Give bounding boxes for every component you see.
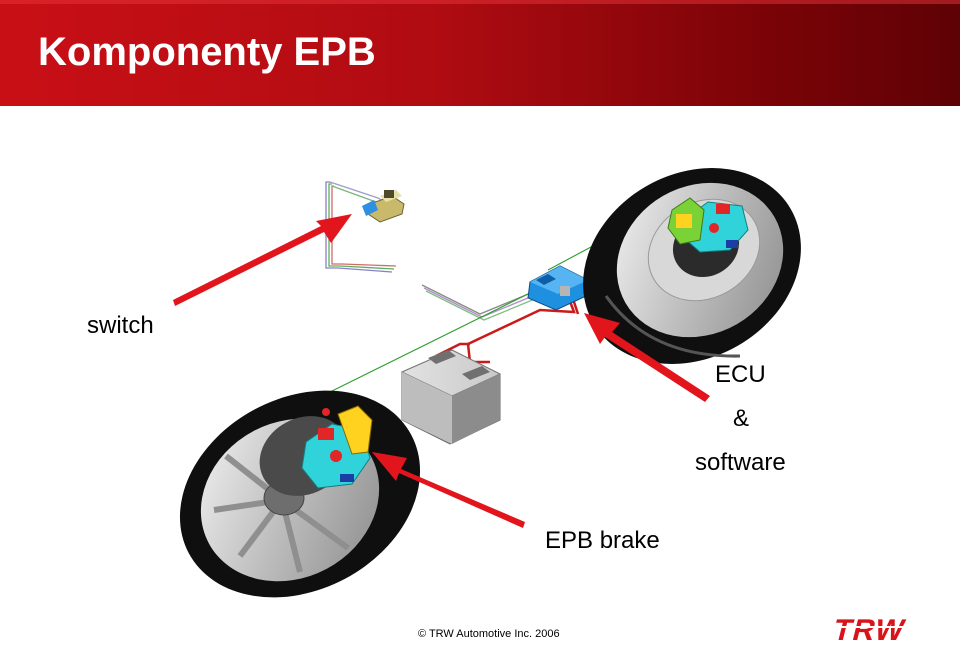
page-title: Komponenty EPB: [38, 30, 376, 74]
trw-logo: TRW: [830, 614, 922, 644]
battery: [400, 349, 502, 445]
pointer-arrows: [173, 214, 710, 528]
rear-right-wheel: [583, 168, 801, 364]
title-bar-highlight: [0, 0, 960, 4]
rear-right-caliper: [667, 197, 749, 253]
copyright-text: © TRW Automotive Inc. 2006: [418, 628, 560, 640]
title-bar: Komponenty EPB: [0, 0, 960, 106]
ecu-harness: [421, 284, 543, 321]
front-left-caliper: [301, 405, 373, 489]
trw-logo-text: TRW: [830, 614, 909, 644]
epb-illustration: [173, 168, 801, 598]
parking-brake-switch: [362, 190, 405, 223]
switch-harness: [325, 181, 397, 273]
epb-brake-label: EPB brake: [545, 527, 660, 554]
ecu-arrow: [584, 313, 710, 402]
epb-brake-arrow: [372, 452, 525, 528]
software-label: software: [695, 449, 786, 476]
switch-label: switch: [87, 312, 154, 339]
ecu-unit: [527, 265, 589, 311]
ecu-label: ECU: [715, 361, 766, 388]
ampersand-label: &: [733, 405, 750, 432]
switch-arrow: [173, 214, 352, 306]
